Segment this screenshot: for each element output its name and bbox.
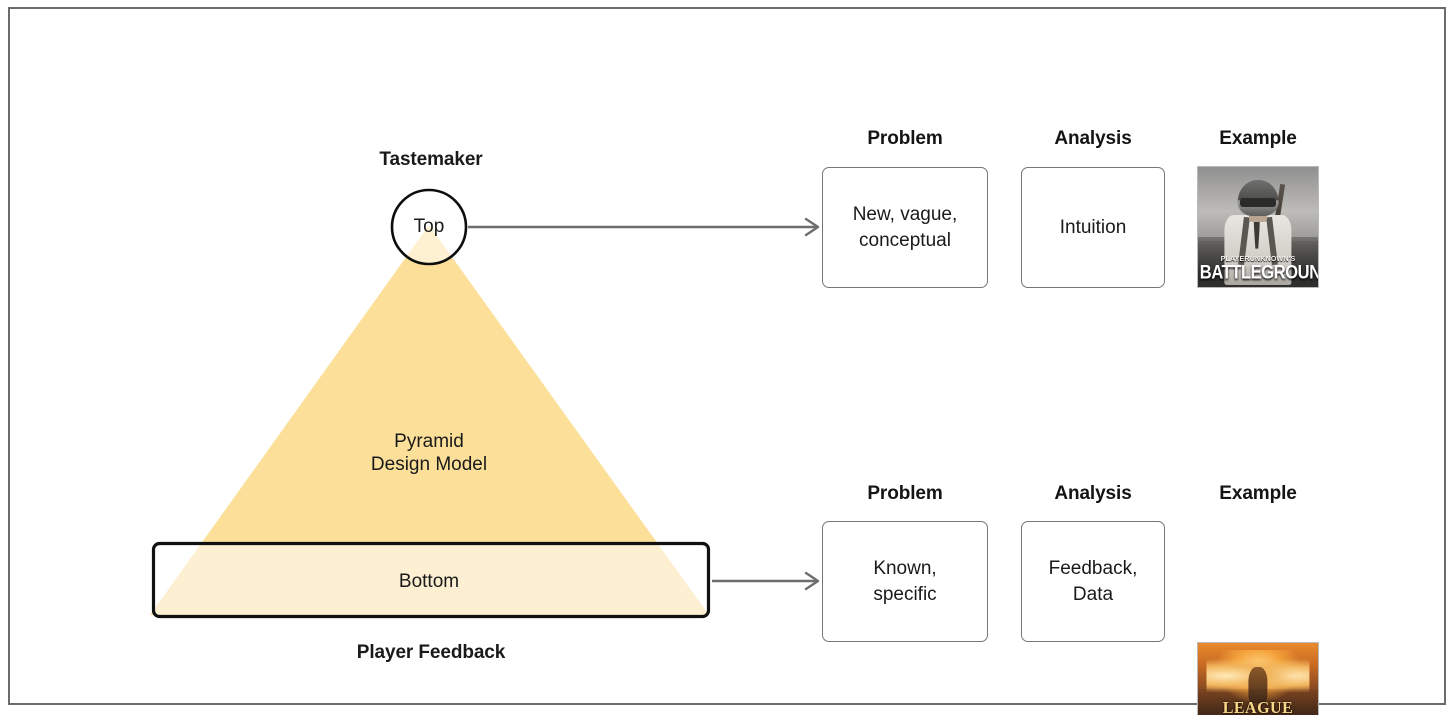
lol-champion-crowd (1198, 688, 1318, 715)
bottom-row-example-header: Example (1219, 483, 1297, 504)
pubg-title-line-1: PLAYERUNKNOWN'S (1220, 254, 1296, 264)
bottom-row-analysis-box: Feedback, Data (1021, 521, 1165, 642)
bottom-row-problem-line-2: specific (873, 583, 937, 605)
bottom-row-analysis-line-1: Feedback, (1048, 557, 1138, 579)
pubg-cover-art: PLAYERUNKNOWN'S BATTLEGROUNDS (1197, 166, 1319, 288)
player-feedback-label: Player Feedback (356, 642, 506, 663)
top-row-problem-header: Problem (867, 128, 943, 149)
bottom-row-problem-header: Problem (867, 483, 943, 504)
top-row-problem-line-2: conceptual (859, 229, 951, 251)
lol-title: LEAGUE LEGENDS (1198, 699, 1318, 715)
bottom-row-analysis-line-2: Data (1072, 583, 1114, 605)
pyramid-title-line-1: Pyramid (394, 431, 464, 452)
bottom-row-analysis-header: Analysis (1054, 483, 1132, 504)
league-of-legends-cover-art: LEAGUE LEGENDS (1197, 642, 1319, 715)
pyramid-title-line-2: Design Model (370, 454, 488, 476)
top-row-problem-line-1: New, vague, (852, 203, 958, 225)
tastemaker-label: Tastemaker (379, 149, 483, 170)
pyramid-title: Pyramid Design Model (299, 430, 559, 476)
pubg-title: PLAYERUNKNOWN'S BATTLEGROUNDS (1198, 254, 1319, 284)
top-row-analysis-box: Intuition (1021, 167, 1165, 288)
bottom-row-problem-box: Known, specific (822, 521, 988, 642)
bottom-row-problem-line-1: Known, (873, 557, 937, 579)
pubg-tie (1253, 219, 1261, 249)
top-row-example-header: Example (1219, 128, 1297, 149)
bottom-node-label: Bottom (398, 571, 460, 592)
top-row-analysis-line-1: Intuition (1059, 216, 1127, 238)
lol-title-line-1: LEAGUE (1222, 699, 1294, 715)
diagram-frame (8, 7, 1446, 705)
pubg-visor (1240, 198, 1276, 207)
pubg-title-line-2: BATTLEGROUNDS (1199, 261, 1319, 284)
top-row-analysis-header: Analysis (1054, 128, 1132, 149)
top-node-label: Top (413, 216, 445, 237)
top-row-problem-box: New, vague, conceptual (822, 167, 988, 288)
